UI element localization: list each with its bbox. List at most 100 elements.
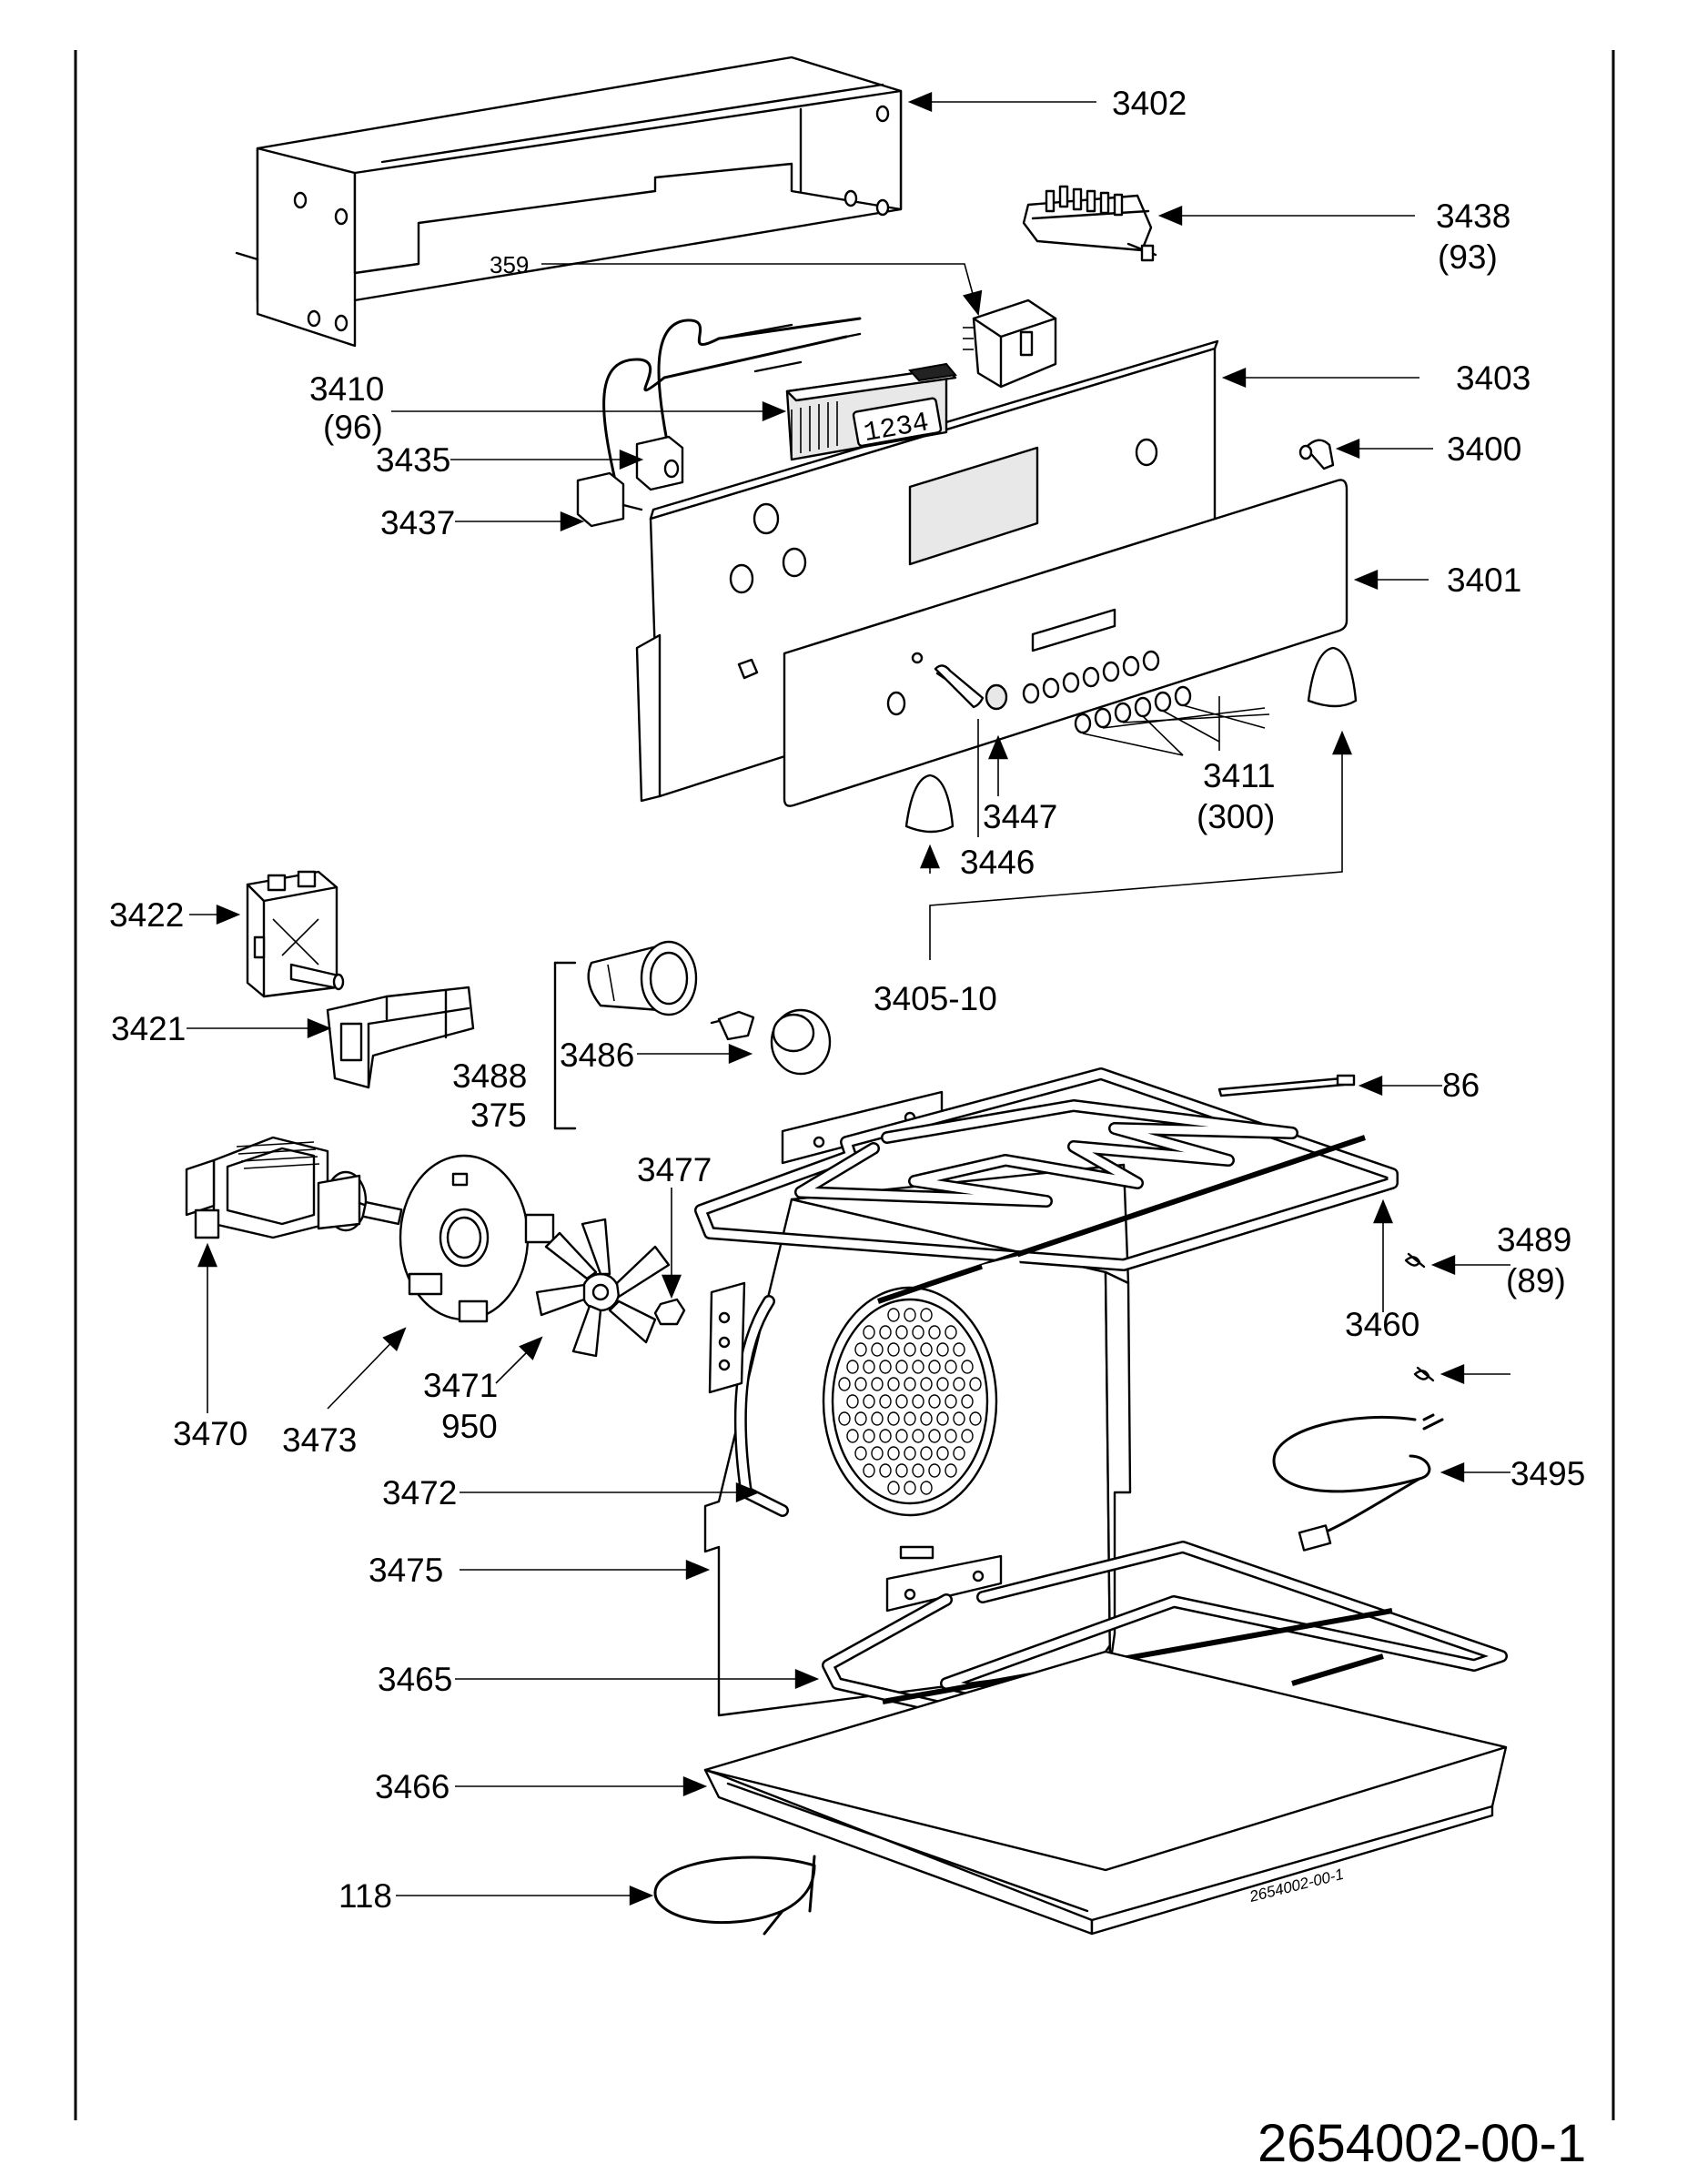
grille-hole: [887, 1342, 900, 1357]
part-3400-knob-small: [1298, 439, 1335, 470]
label-3422: 3422: [109, 896, 184, 934]
grille-hole: [945, 1360, 957, 1374]
part-3495-mains-cable: [1272, 1413, 1444, 1552]
grille-hole: [928, 1394, 941, 1409]
label-3421: 3421: [111, 1010, 186, 1047]
label-3400: 3400: [1447, 430, 1521, 468]
grille-hole: [854, 1446, 867, 1461]
grille-hole: [854, 1411, 867, 1426]
label-3437: 3437: [380, 504, 455, 541]
label-950: 950: [441, 1408, 498, 1445]
label-3475: 3475: [369, 1552, 443, 1589]
grille-hole: [904, 1411, 916, 1426]
grille-hole: [879, 1463, 892, 1478]
grille-hole: [961, 1360, 974, 1374]
label-3489-qty: (89): [1506, 1262, 1566, 1299]
grille-hole: [854, 1377, 867, 1391]
grille-hole: [969, 1377, 982, 1391]
grille-hole: [871, 1411, 884, 1426]
grille-hole: [846, 1394, 859, 1409]
label-3460: 3460: [1345, 1306, 1419, 1343]
label-3488: 3488: [452, 1057, 527, 1095]
grille-hole: [945, 1463, 957, 1478]
grille-hole: [961, 1394, 974, 1409]
grille-hole: [928, 1360, 941, 1374]
label-3477: 3477: [637, 1151, 712, 1188]
clip-lower: [1413, 1366, 1435, 1382]
drawing-number-large: 2654002-00-1: [1258, 2114, 1586, 2173]
label-3447: 3447: [983, 798, 1057, 835]
label-86: 86: [1442, 1067, 1480, 1104]
label-3495: 3495: [1510, 1455, 1585, 1492]
callout-labels: 3402 3438 (93) 359 3410 (96) 3403 3435 3…: [109, 85, 1586, 2173]
grille-hole: [945, 1325, 957, 1340]
grille-hole: [928, 1429, 941, 1443]
grille-hole: [879, 1360, 892, 1374]
label-3438-qty: (93): [1438, 238, 1498, 276]
grille-hole: [887, 1377, 900, 1391]
label-3471: 3471: [423, 1367, 498, 1404]
grille-hole: [863, 1325, 875, 1340]
grille-hole: [912, 1394, 924, 1409]
part-3405-10-knob-left: [904, 774, 955, 834]
grille-hole: [904, 1481, 916, 1495]
grille-hole: [895, 1463, 908, 1478]
grille-hole: [936, 1446, 949, 1461]
grille-hole: [887, 1481, 900, 1495]
label-3401: 3401: [1447, 561, 1521, 599]
label-3465: 3465: [378, 1661, 452, 1698]
grille-hole: [863, 1360, 875, 1374]
part-3486-oven-lamp: [587, 940, 832, 1076]
part-3489-clip: [1404, 1252, 1426, 1269]
grille-hole: [928, 1325, 941, 1340]
grille-hole: [912, 1429, 924, 1443]
grille-hole: [863, 1429, 875, 1443]
part-3402-top-bracket: [235, 56, 903, 348]
grille-hole: [920, 1446, 933, 1461]
label-3410: 3410: [309, 370, 384, 408]
grille-hole: [928, 1463, 941, 1478]
grille-hole: [887, 1411, 900, 1426]
grille-hole: [904, 1446, 916, 1461]
grille-hole: [936, 1377, 949, 1391]
part-3471-fan-impeller: [535, 1218, 671, 1358]
part-3435-3437-thermostats: [576, 317, 862, 528]
grille-hole: [945, 1394, 957, 1409]
label-3489: 3489: [1497, 1221, 1571, 1259]
label-3402: 3402: [1112, 85, 1187, 122]
grille-hole: [863, 1463, 875, 1478]
grille-hole: [912, 1360, 924, 1374]
grille-hole: [936, 1342, 949, 1357]
grille-hole: [920, 1481, 933, 1495]
grille-hole: [871, 1446, 884, 1461]
part-3401-fascia-panel: [783, 479, 1349, 807]
grille-hole: [945, 1429, 957, 1443]
label-3411: 3411: [1203, 757, 1276, 794]
label-118: 118: [338, 1877, 392, 1915]
grille-hole: [953, 1377, 965, 1391]
label-3473: 3473: [282, 1421, 357, 1459]
grille-hole: [838, 1377, 851, 1391]
part-3466-bottom-tray: [703, 1643, 1508, 1936]
label-3410-qty: (96): [323, 409, 383, 446]
grille-hole: [904, 1377, 916, 1391]
grille-hole: [920, 1342, 933, 1357]
label-3405-10: 3405-10: [874, 980, 997, 1017]
grille-hole: [895, 1394, 908, 1409]
grille-hole: [871, 1377, 884, 1391]
grille-hole: [904, 1342, 916, 1357]
part-3470-fan-motor: [185, 1136, 403, 1239]
grille-hole: [838, 1411, 851, 1426]
part-3477-fan-nut: [653, 1298, 686, 1326]
part-3438-selector-switch: [1022, 185, 1157, 262]
bracket-3488-375: [553, 961, 577, 1130]
label-3486: 3486: [560, 1036, 634, 1074]
part-3472-circular-element: [708, 1281, 789, 1517]
part-359-control-module: [963, 298, 1057, 389]
label-3466: 3466: [375, 1768, 450, 1805]
grille-hole: [953, 1342, 965, 1357]
label-375: 375: [470, 1097, 527, 1134]
fan-grille-holes: [838, 1308, 982, 1495]
